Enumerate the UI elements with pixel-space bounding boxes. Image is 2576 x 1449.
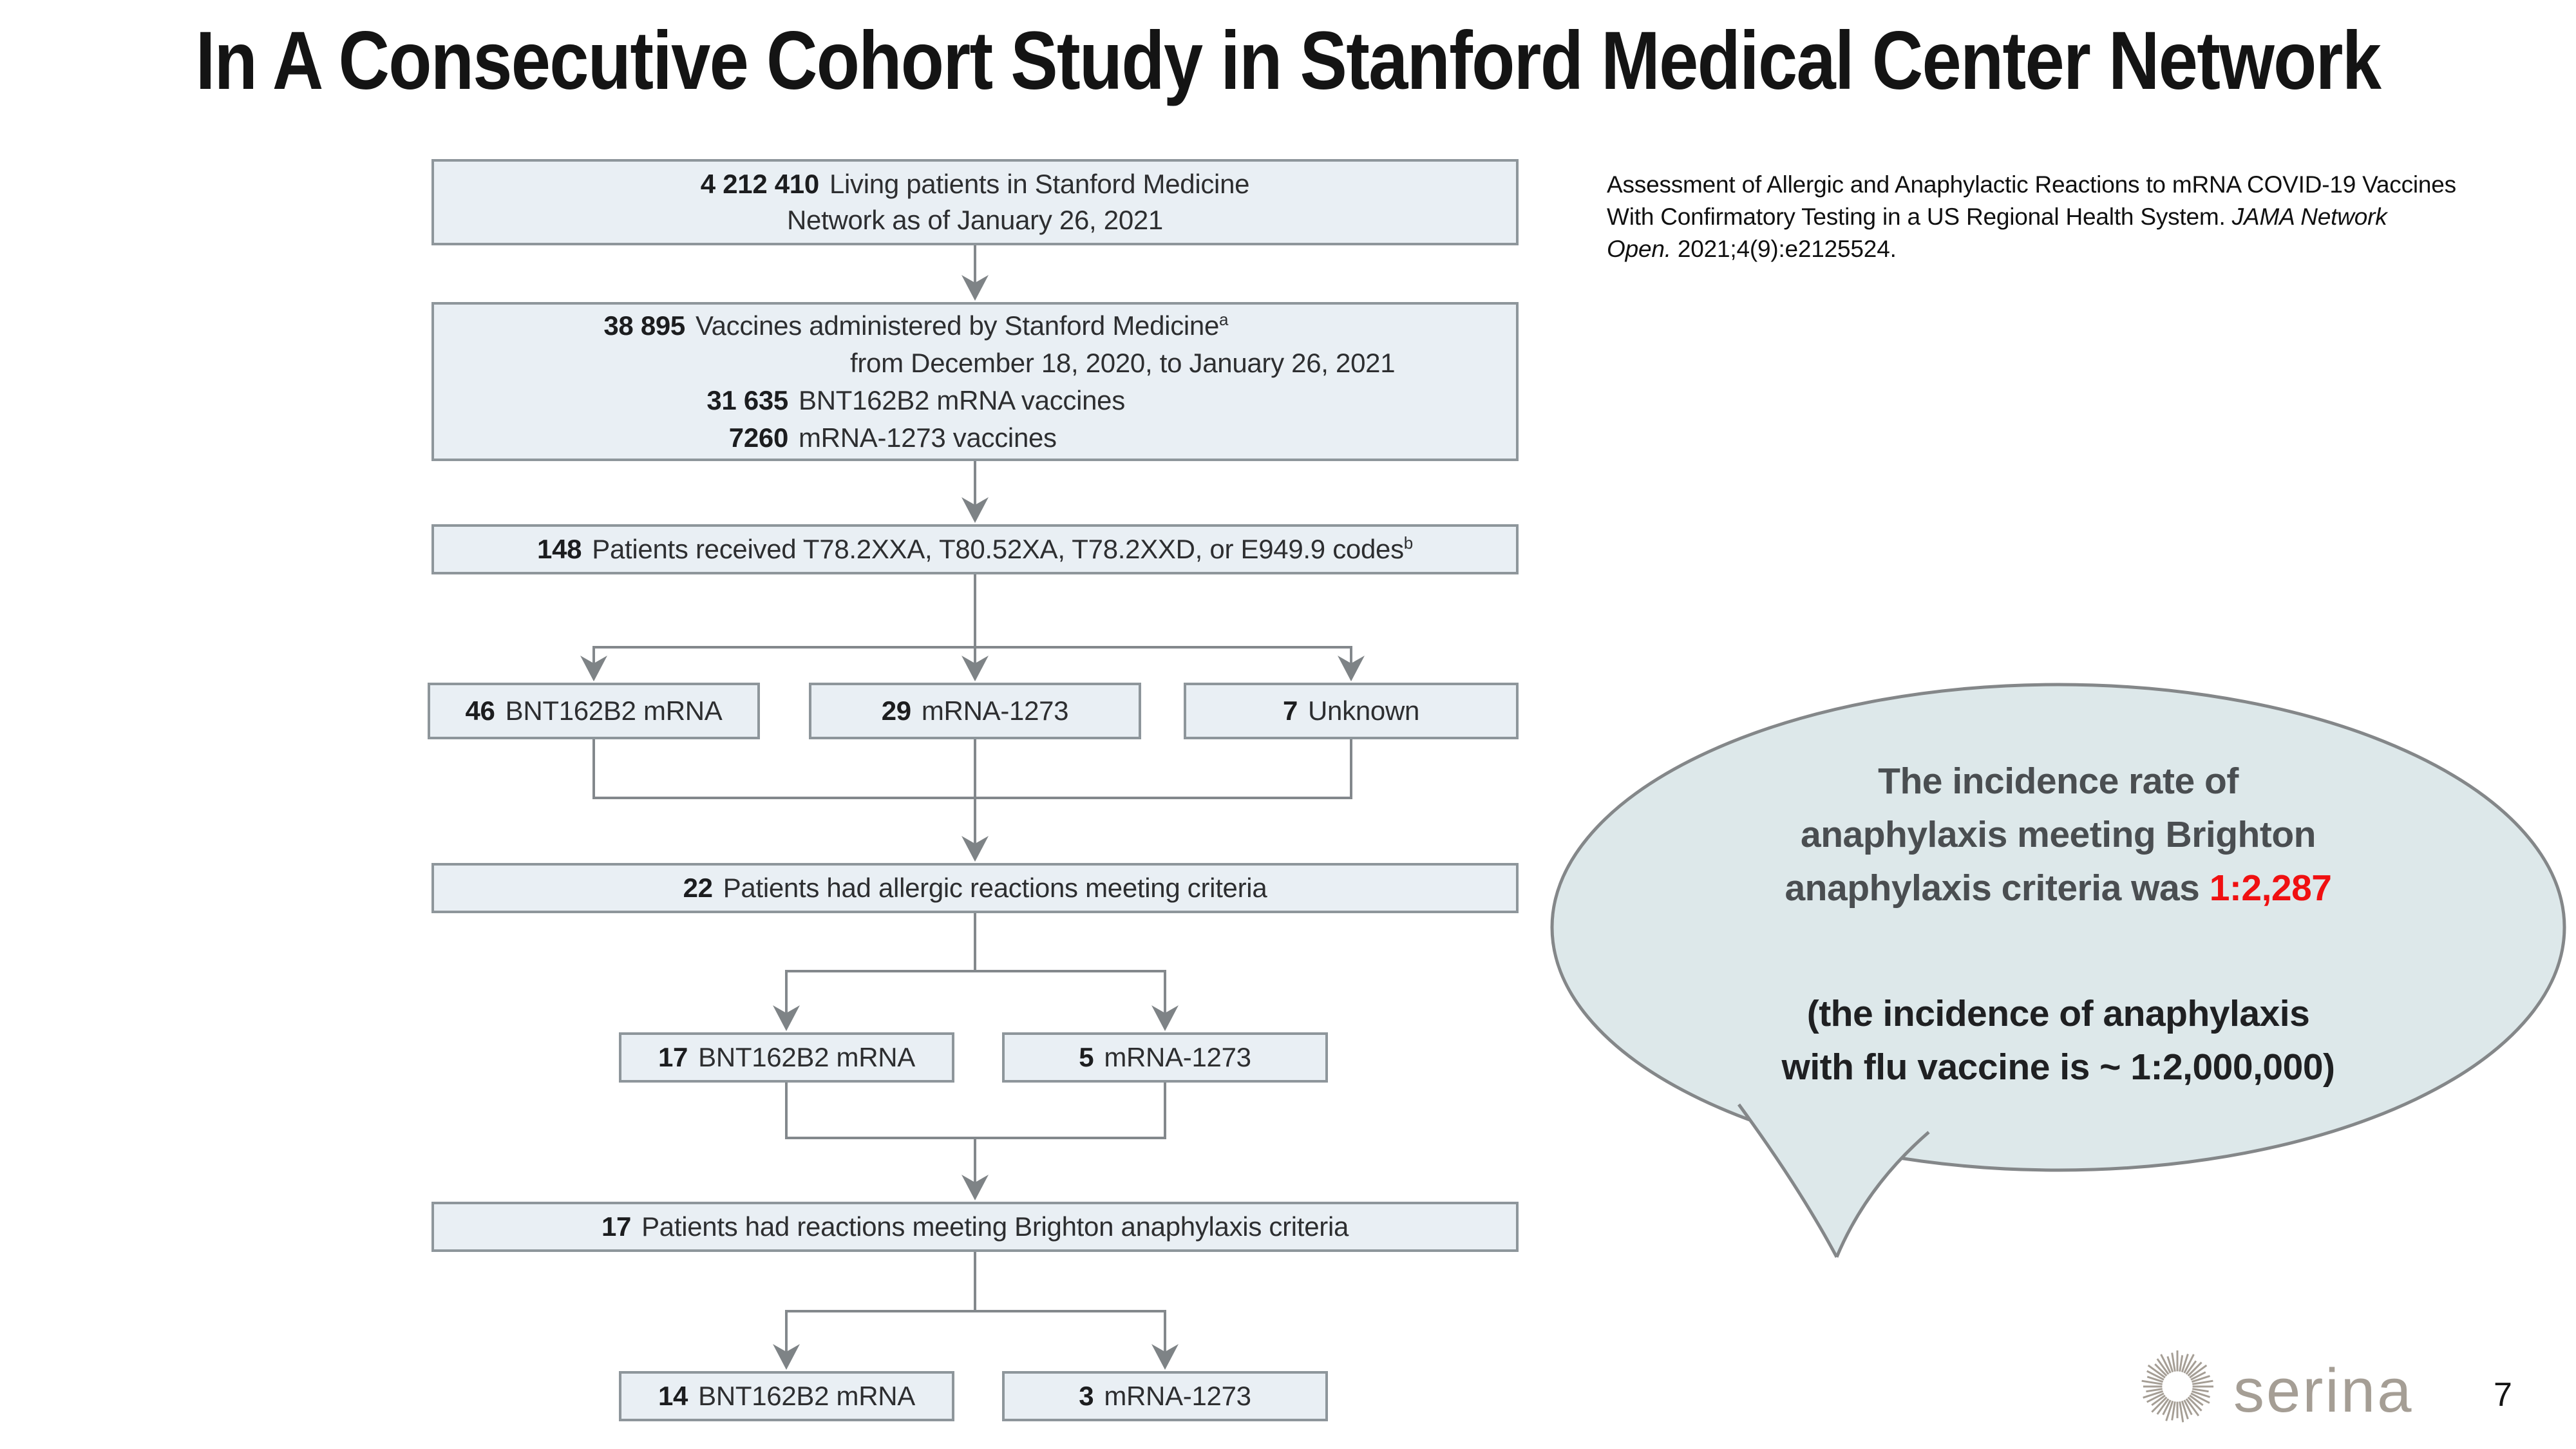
box-number: 17 [601, 1211, 632, 1242]
box-number: 5 [1079, 1042, 1094, 1072]
flow-box-unknown-7: 7 Unknown [1184, 683, 1519, 739]
callout-line: anaphylaxis criteria was 1:2,287 [1785, 867, 2332, 909]
callout-spacer [1610, 915, 2506, 987]
flow-box-bnt162b2-17: 17 BNT162B2 mRNA [619, 1032, 954, 1083]
journal-name: Open. [1607, 236, 1671, 262]
page-number: 7 [2494, 1376, 2512, 1414]
flow-box-vaccines-administered: 38 895 Vaccines administered by Stanford … [431, 302, 1519, 461]
box-label: mRNA-1273 [1104, 1042, 1251, 1072]
flow-box-mrna1273-3: 3 mRNA-1273 [1002, 1371, 1328, 1421]
box-number: 22 [683, 873, 713, 903]
flow-box-mrna1273-5: 5 mRNA-1273 [1002, 1032, 1328, 1083]
flow-box-bnt162b2-46: 46 BNT162B2 mRNA [428, 683, 760, 739]
callout-line: with flu vaccine is ~ 1:2,000,000) [1781, 1046, 2335, 1088]
box-number: 3 [1079, 1381, 1094, 1411]
box-label: mRNA-1273 vaccines [799, 422, 1057, 453]
box-number: 29 [881, 696, 911, 726]
box-label: mRNA-1273 [921, 696, 1069, 726]
citation: Assessment of Allergic and Anaphylactic … [1607, 169, 2521, 265]
box-label: Living patients in Stanford Medicine [829, 169, 1250, 199]
box-label: from December 18, 2020, to January 26, 2… [850, 347, 1396, 378]
box-number: 7 [1282, 696, 1298, 726]
connector-lines [592, 245, 1352, 1367]
flow-box-living-patients: 4 212 410 Living patients in Stanford Med… [431, 159, 1519, 245]
page-title: In A Consecutive Cohort Study in Stanfor… [195, 14, 2382, 107]
callout-line: anaphylaxis meeting Brighton [1801, 814, 2316, 855]
callout-line: (the incidence of anaphylaxis [1806, 993, 2310, 1034]
citation-line: Assessment of Allergic and Anaphylactic … [1607, 171, 2456, 198]
footnote-marker: a [1219, 309, 1229, 329]
box-number: 38 895 [603, 310, 685, 341]
box-label: mRNA-1273 [1104, 1381, 1251, 1411]
box-number: 148 [537, 534, 582, 564]
box-number: 7260 [728, 422, 789, 453]
flow-box-brighton-criteria: 17 Patients had reactions meeting Brighto… [431, 1202, 1519, 1252]
journal-name: JAMA Network [2231, 204, 2387, 230]
citation-line: Open. 2021;4(9):e2125524. [1607, 236, 1897, 262]
box-number: 17 [658, 1042, 688, 1072]
box-label: Network as of January 26, 2021 [786, 205, 1163, 235]
flow-box-bnt162b2-14: 14 BNT162B2 mRNA [619, 1371, 954, 1421]
box-label: BNT162B2 mRNA [698, 1042, 915, 1072]
box-number: 46 [465, 696, 495, 726]
box-number: 14 [658, 1381, 688, 1411]
box-label: Patients received T78.2XXA, T80.52XA, T7… [592, 533, 1413, 564]
box-label: Vaccines administered by Stanford Medici… [696, 309, 1229, 341]
box-label: BNT162B2 mRNA vaccines [799, 384, 1125, 415]
box-label: Patients had allergic reactions meeting … [723, 873, 1267, 903]
incidence-rate-highlight: 1:2,287 [2209, 867, 2332, 909]
footnote-marker: b [1403, 533, 1413, 553]
box-number: 4 212 410 [700, 169, 819, 199]
speech-bubble-shape [1550, 683, 2566, 1258]
citation-line: With Confirmatory Testing in a US Region… [1607, 204, 2387, 230]
callout-line: The incidence rate of [1878, 761, 2239, 802]
serina-sunburst-icon [2141, 1350, 2214, 1423]
box-label: BNT162B2 mRNA [698, 1381, 915, 1411]
flow-box-mrna1273-29: 29 mRNA-1273 [809, 683, 1141, 739]
box-number: 31 635 [706, 384, 788, 415]
brand-logo-text: serina [2233, 1356, 2414, 1425]
box-label: BNT162B2 mRNA [505, 696, 723, 726]
box-label: Patients had reactions meeting Brighton … [641, 1211, 1349, 1242]
box-label: Unknown [1308, 696, 1420, 726]
flow-box-allergic-reactions: 22 Patients had allergic reactions meetin… [431, 863, 1519, 913]
flow-box-icd-codes: 148 Patients received T78.2XXA, T80.52XA,… [431, 524, 1519, 574]
callout-text: The incidence rate of anaphylaxis meetin… [1610, 755, 2506, 1094]
arrowhead-icons [580, 275, 1365, 1370]
